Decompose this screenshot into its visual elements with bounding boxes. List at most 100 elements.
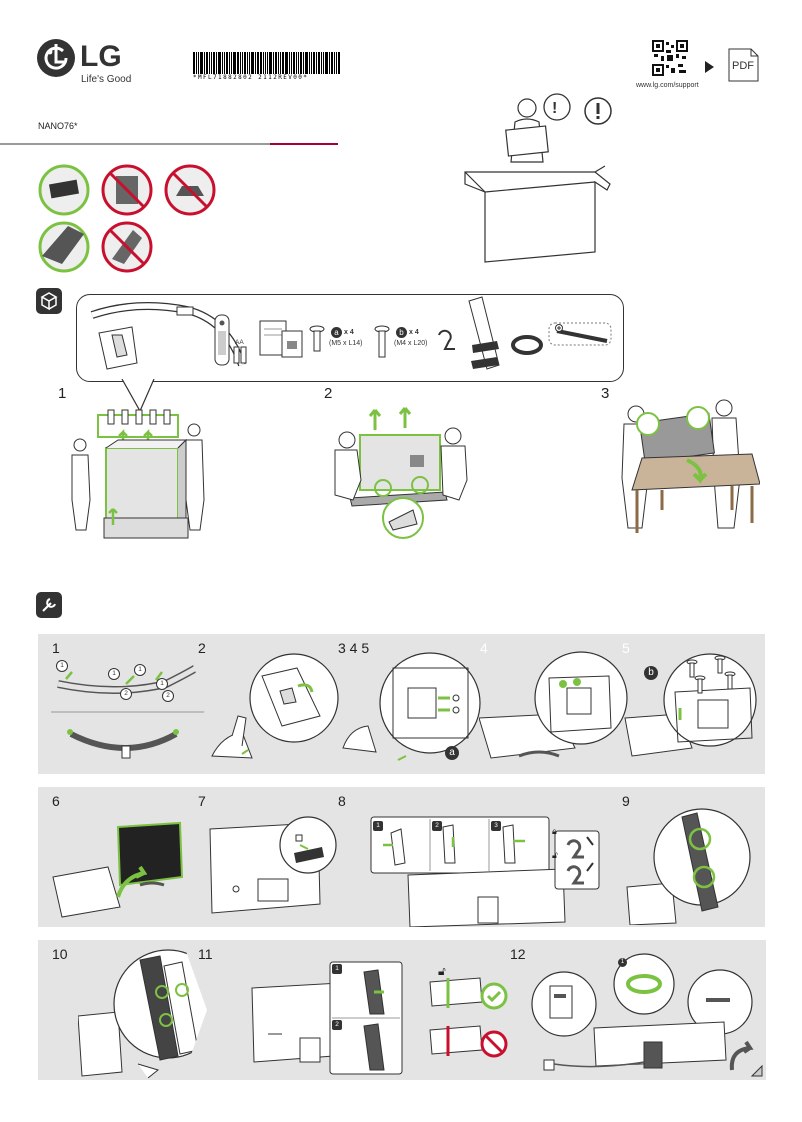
unbox-step-1: 1 bbox=[58, 385, 67, 402]
cable-management-final-illustration bbox=[531, 953, 753, 1071]
barcode-bar bbox=[323, 52, 324, 74]
barcode-bar bbox=[316, 52, 317, 74]
qr-code-icon bbox=[652, 40, 688, 76]
barcode-bar bbox=[311, 52, 312, 74]
lg-face-icon bbox=[37, 39, 75, 77]
screw-b-badge: b bbox=[396, 327, 407, 338]
barcode-bar bbox=[318, 52, 320, 74]
assembly-step-4-label: 4 bbox=[480, 640, 488, 656]
barcode-bar bbox=[218, 52, 221, 74]
barcode-bar bbox=[222, 52, 223, 74]
svg-text:!: ! bbox=[552, 100, 557, 117]
cable-route-illustration bbox=[626, 808, 751, 925]
barcode-bar bbox=[278, 52, 279, 74]
barcode-bar bbox=[321, 52, 322, 74]
lock-icon-open-step11: 🔓︎ bbox=[438, 964, 446, 978]
assembly-step-8-label: 8 bbox=[338, 793, 346, 809]
barcode-bar bbox=[240, 52, 241, 74]
barcode-bar bbox=[265, 52, 266, 74]
step1-marker: 1 bbox=[156, 678, 168, 690]
barcode-bar bbox=[244, 52, 246, 74]
step1-marker: 1 bbox=[108, 668, 120, 680]
barcode-bar bbox=[313, 52, 315, 74]
unbox-step-3: 3 bbox=[601, 385, 610, 402]
barcode-bar bbox=[338, 52, 340, 74]
barcode-bar bbox=[309, 52, 310, 74]
arrow-right-icon bbox=[705, 58, 715, 77]
assembly-step-9-label: 9 bbox=[622, 793, 630, 809]
barcode-bar bbox=[242, 52, 243, 74]
barcode-bar bbox=[249, 52, 250, 74]
barcode-bar bbox=[204, 52, 205, 74]
barcode-bar bbox=[263, 52, 264, 74]
barcode-bar bbox=[296, 52, 297, 74]
barcode: *MFL71882802 2112REV00* bbox=[193, 52, 363, 81]
barcode-bar bbox=[226, 52, 228, 74]
lg-logo: LG Life's Good bbox=[36, 38, 146, 88]
parts-panel: AA a x 4 (M5 x L14) b x 4 (M4 x L20) bbox=[76, 294, 624, 382]
barcode-bar bbox=[211, 52, 212, 74]
neck-insert-illustration bbox=[211, 653, 339, 759]
step11-substep-marker: 1 bbox=[332, 964, 342, 974]
barcode-bar bbox=[196, 52, 197, 74]
barcode-bar bbox=[255, 52, 256, 74]
assembly-step-1-label: 1 bbox=[52, 640, 60, 656]
support-url[interactable]: www.lg.com/support bbox=[636, 82, 699, 89]
barcode-bar bbox=[213, 52, 215, 74]
barcode-text: *MFL71882802 2112REV00* bbox=[193, 74, 309, 81]
barcode-bar bbox=[233, 52, 236, 74]
assembly-step-345-label: 3 4 5 bbox=[338, 640, 370, 656]
unbox-step-2: 2 bbox=[324, 385, 333, 402]
screw-b-spec: (M4 x L20) bbox=[394, 340, 428, 347]
barcode-bar bbox=[231, 52, 232, 74]
pdf-document-icon: PDF bbox=[726, 48, 760, 82]
assembly-step-12-label: 12 bbox=[510, 946, 526, 962]
barcode-bar bbox=[280, 52, 281, 74]
assembly-step-6-panel: 6 bbox=[38, 787, 243, 927]
barcode-bar bbox=[285, 52, 288, 74]
barcode-bar bbox=[237, 52, 239, 74]
assembly-step-4-panel: 4 bbox=[474, 634, 649, 774]
model-number: NANO76* bbox=[38, 121, 78, 131]
assembly-step-6-label: 6 bbox=[52, 793, 60, 809]
screw-attach-illustration bbox=[342, 652, 481, 761]
barcode-bar bbox=[336, 52, 337, 74]
step1-marker: 2 bbox=[162, 690, 174, 702]
barcode-bar bbox=[334, 52, 335, 74]
step8-substep-marker: 1 bbox=[373, 821, 383, 831]
page-turn-icon bbox=[729, 1040, 763, 1077]
person-reading-manual-illustration: ! bbox=[455, 92, 620, 272]
handling-icons bbox=[38, 164, 218, 274]
unbox-step-2-illustration bbox=[325, 400, 475, 540]
barcode-bar bbox=[331, 52, 333, 74]
barcode-bar bbox=[305, 52, 308, 74]
barcode-bar bbox=[251, 52, 254, 74]
step1-marker: 1 bbox=[56, 660, 68, 672]
cable-tie-illustration bbox=[251, 961, 483, 1075]
barcode-bar bbox=[267, 52, 268, 74]
lock-icon-closed: 🔒︎ bbox=[552, 827, 557, 837]
step11-substep-marker: 2 bbox=[332, 1020, 342, 1030]
assembly-step-9-panel: 9 bbox=[620, 787, 765, 927]
barcode-bar bbox=[229, 52, 230, 74]
cable-clip-illustration bbox=[370, 816, 600, 927]
assembly-step-2-panel: 2 bbox=[182, 634, 357, 774]
step12-marker: 1 bbox=[618, 958, 627, 967]
pdf-label: PDF bbox=[732, 60, 754, 72]
barcode-bar bbox=[300, 52, 302, 74]
barcode-bar bbox=[329, 52, 330, 74]
unbox-step-3-illustration bbox=[612, 398, 761, 538]
brand-tagline: Life's Good bbox=[81, 74, 132, 85]
check-ok-icon bbox=[480, 982, 508, 1010]
assembly-step-7-label: 7 bbox=[198, 793, 206, 809]
assembly-step-5-panel: 5 b bbox=[620, 634, 765, 774]
back-cover-illustration bbox=[209, 816, 337, 914]
battery-label: AA bbox=[235, 339, 244, 346]
barcode-bar bbox=[282, 52, 284, 74]
step8-substep-marker: 3 bbox=[491, 821, 501, 831]
barcode-bar bbox=[291, 52, 292, 74]
stand-to-tv-illustration bbox=[479, 651, 628, 759]
screw-a-spec: (M5 x L14) bbox=[329, 340, 363, 347]
barcode-bars bbox=[193, 52, 363, 74]
